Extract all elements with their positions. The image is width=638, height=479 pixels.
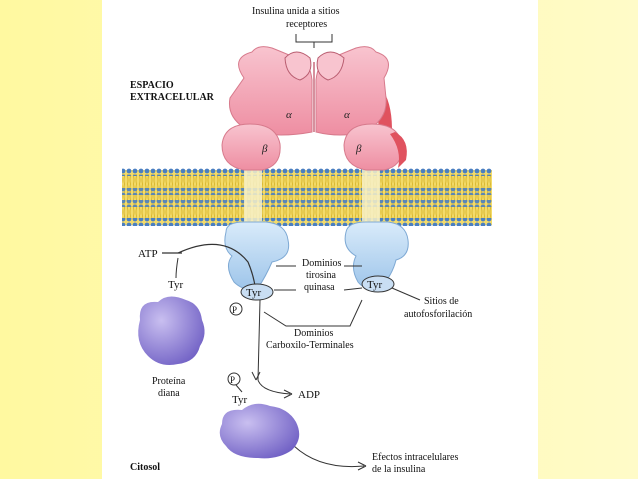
- autophosphorylation-label-2: autofosforilación: [404, 309, 472, 320]
- beta-subunits: [221, 123, 407, 171]
- insulin-binding-label-1: Insulina unida a sitios: [252, 6, 340, 17]
- kinase-domains-label-2: tirosina: [306, 270, 337, 281]
- carboxyl-domains-label-1: Dominios: [294, 328, 334, 339]
- target-protein-label-2: diana: [158, 388, 180, 399]
- extracellular-label-2: EXTRACELULAR: [130, 92, 215, 103]
- phosphate-link-line: [235, 384, 243, 393]
- effects-label-2: de la insulina: [372, 464, 426, 475]
- phosphate-circle-target: [227, 372, 241, 386]
- kinase-domains-label-1: Dominios: [302, 258, 342, 269]
- tyr-free-label: Tyr: [168, 279, 183, 291]
- cell-membrane: [122, 168, 492, 226]
- atp-to-tyr-line: [175, 257, 179, 279]
- alpha-subunits: [228, 46, 392, 138]
- beta-label-right: β: [355, 143, 362, 155]
- tyrosine-kinase-domains: [224, 221, 409, 290]
- atp-label: ATP: [138, 248, 158, 260]
- tyr-site-right: Tyr: [361, 275, 395, 293]
- kinase-domains-label-3: quinasa: [304, 282, 335, 293]
- down-arrowhead: [251, 371, 261, 381]
- tyr-phosphorylated-label: Tyr: [232, 394, 247, 406]
- target-protein-unphosphorylated: [138, 296, 205, 365]
- target-protein-label-1: Proteína: [152, 376, 186, 387]
- annotation-lines: [257, 34, 421, 468]
- adp-arrowhead: [283, 389, 293, 399]
- tyr-right-label: Tyr: [367, 279, 382, 291]
- phosphate-circle-receptor: [229, 302, 243, 316]
- transmembrane-segment-right: [362, 165, 380, 227]
- extracellular-label-1: ESPACIO: [130, 80, 174, 91]
- beta-label-left: β: [261, 143, 268, 155]
- effects-label-1: Efectos intracelulares: [372, 452, 458, 463]
- effects-arrowhead: [357, 461, 367, 471]
- insulin-binding-label-2: receptores: [286, 19, 327, 30]
- phosphate-label-target: P: [230, 375, 235, 385]
- alpha-label-right: α: [344, 109, 350, 121]
- atp-arrow: [177, 243, 257, 293]
- tyr-left-label: Tyr: [246, 287, 261, 299]
- cytosol-label: Citosol: [130, 462, 160, 473]
- phosphate-label-receptor: P: [232, 305, 237, 315]
- tyr-site-left: Tyr: [240, 283, 274, 301]
- target-protein-phosphorylated: [219, 403, 300, 459]
- transmembrane-segment-left: [244, 165, 262, 227]
- alpha-label-left: α: [286, 109, 292, 121]
- carboxyl-domains-label-2: Carboxilo-Terminales: [266, 340, 354, 351]
- adp-label: ADP: [298, 389, 320, 401]
- autophosphorylation-label-1: Sitios de: [424, 296, 459, 307]
